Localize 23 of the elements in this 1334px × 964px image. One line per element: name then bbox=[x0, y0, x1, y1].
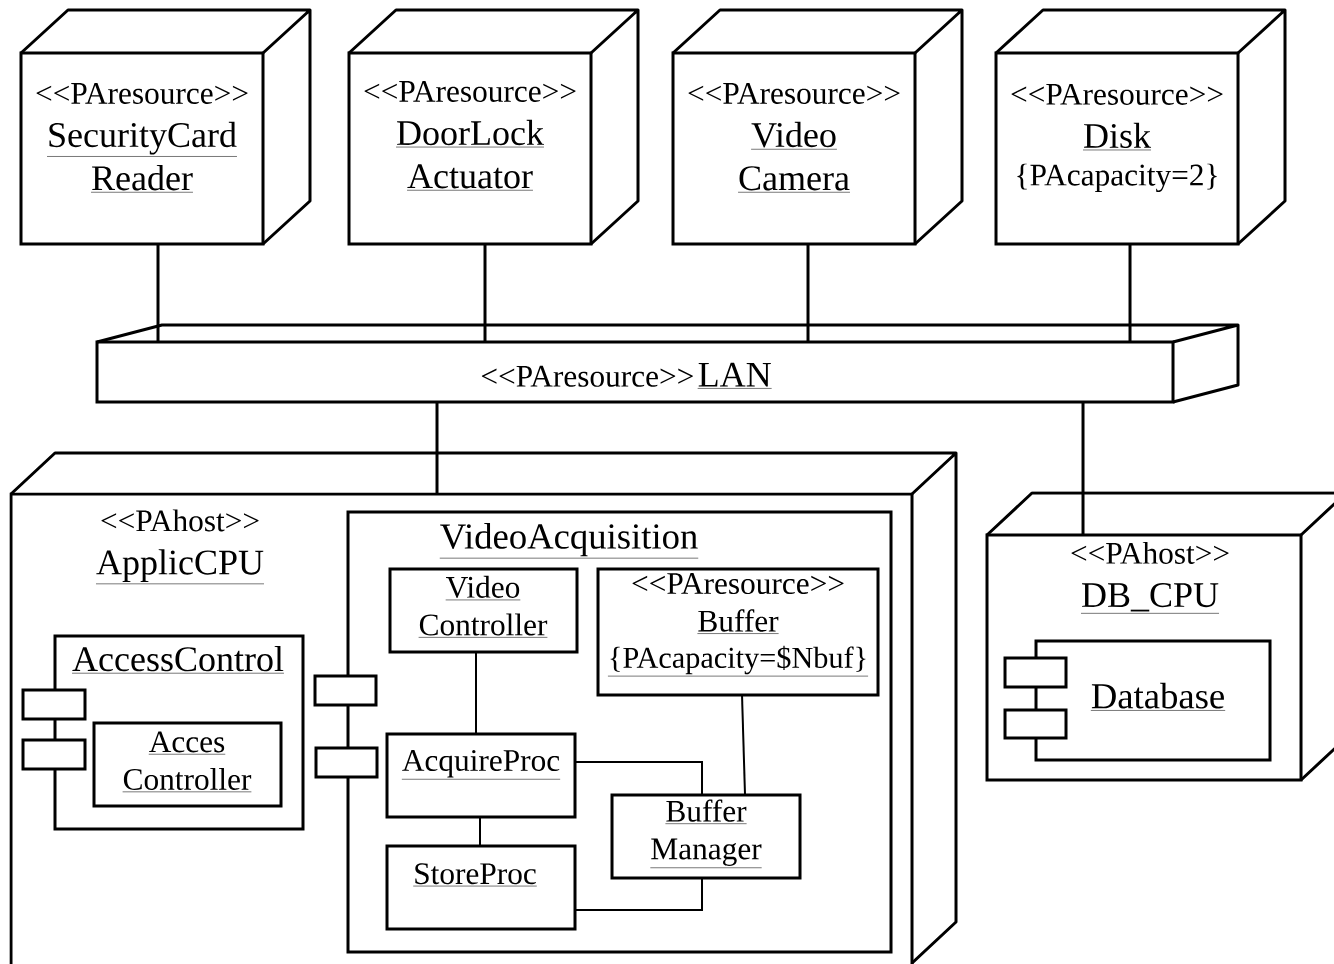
connector-line bbox=[574, 761, 703, 796]
connector-line bbox=[479, 816, 481, 847]
object-box: StoreProc bbox=[385, 844, 577, 931]
object-box: <<PAresource>> Buffer {PAcapacity=$Nbuf} bbox=[596, 567, 880, 697]
cube-box: <<PAresource>> Video Camera bbox=[671, 8, 964, 246]
connector-line bbox=[156, 244, 160, 342]
object-box: AcquireProc bbox=[385, 732, 577, 819]
connector-line bbox=[574, 877, 703, 911]
connector-line bbox=[1081, 402, 1085, 535]
object-box: Video Controller bbox=[388, 567, 579, 654]
cube-box: <<PAresource>> DoorLock Actuator bbox=[347, 8, 640, 246]
lan-bar: <<PAresource>> LAN bbox=[95, 323, 1240, 404]
connector-line bbox=[741, 694, 746, 796]
object-box: Buffer Manager bbox=[610, 793, 802, 880]
connector-line bbox=[1128, 244, 1132, 342]
component-box: Database bbox=[1003, 639, 1272, 762]
connector-line bbox=[483, 244, 487, 342]
cube-box: <<PAresource>> SecurityCard Reader bbox=[19, 8, 312, 246]
connector-line bbox=[475, 651, 477, 735]
connector-line bbox=[806, 244, 810, 342]
cube-box: <<PAresource>> Disk {PAcapacity=2} bbox=[994, 8, 1287, 246]
object-box: Acces Controller bbox=[92, 721, 283, 808]
connector-line bbox=[435, 402, 439, 494]
